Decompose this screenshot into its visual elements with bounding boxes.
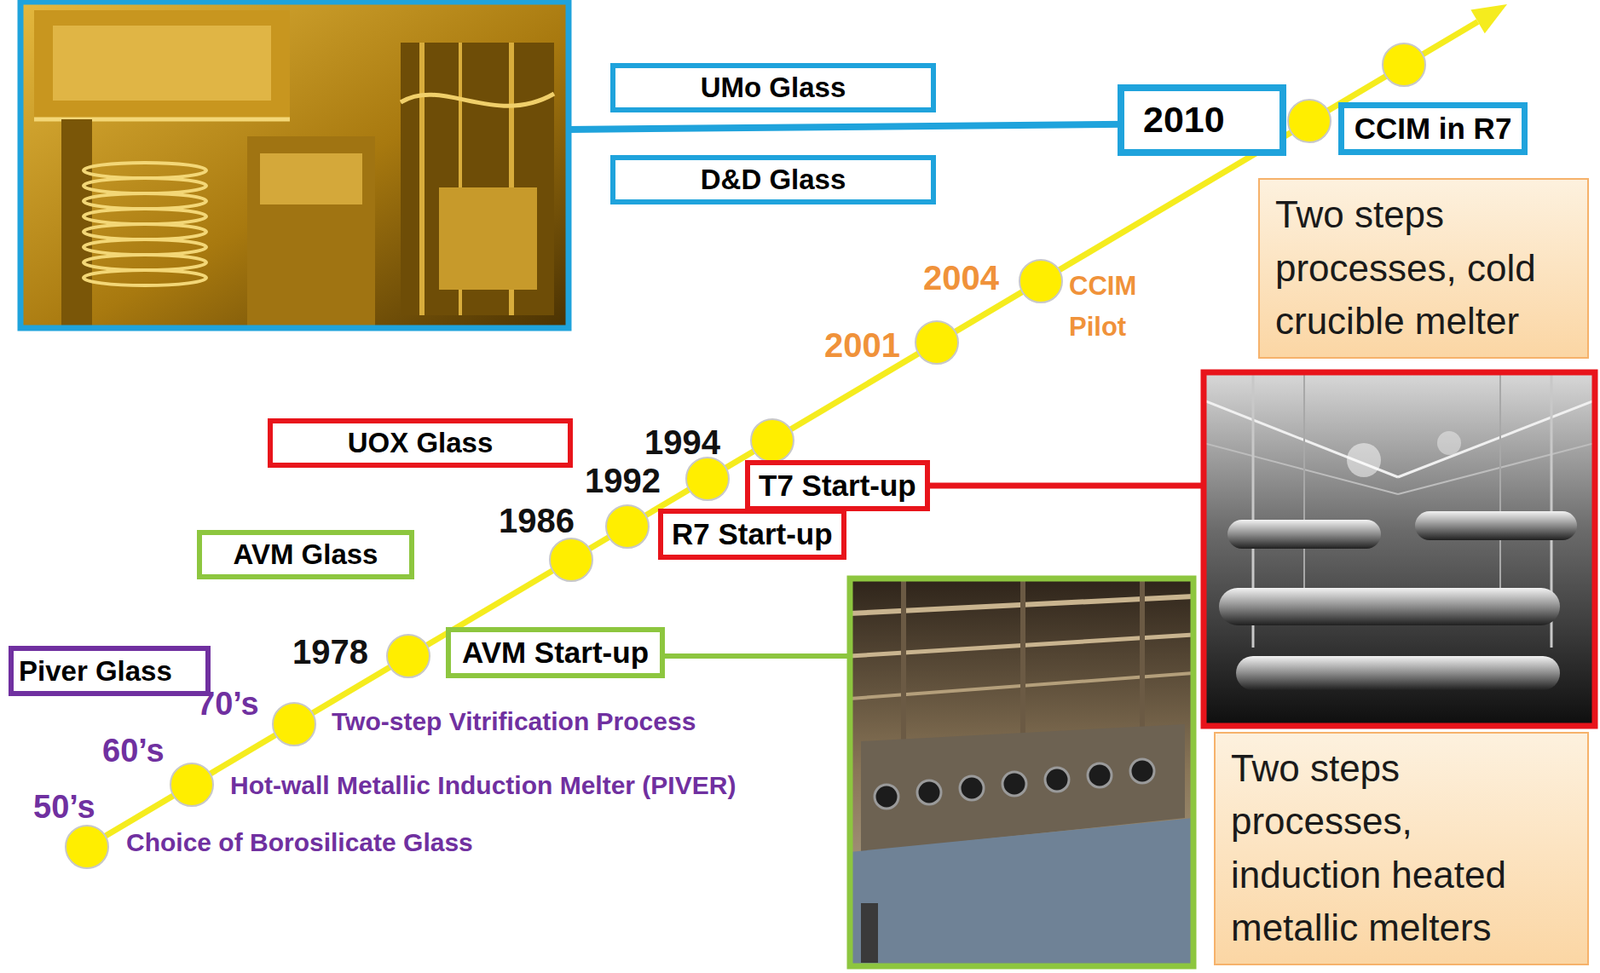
note-text: Two steps processes, induction heated me… bbox=[1230, 742, 1572, 956]
glass-box: D&D Glass bbox=[610, 155, 936, 205]
box-label: Piver Glass bbox=[18, 655, 173, 688]
decade-label: 60’s bbox=[102, 733, 165, 771]
milestone-dot bbox=[387, 635, 430, 678]
milestone-dot bbox=[606, 505, 649, 549]
milestone-dot bbox=[686, 457, 729, 501]
decade-label: 50’s bbox=[33, 789, 96, 827]
year-box: 2010 bbox=[1117, 84, 1287, 156]
box-label: AVM Glass bbox=[233, 538, 379, 572]
milestone-dot bbox=[1019, 259, 1063, 303]
box-label: 2010 bbox=[1143, 98, 1225, 141]
note-box: Two steps processes, induction heated me… bbox=[1213, 732, 1589, 966]
glass-box: Piver Glass bbox=[8, 646, 211, 697]
milestone-dot bbox=[170, 763, 214, 807]
milestone-label: CCIM Pilot bbox=[1068, 265, 1155, 348]
year-label: 1994 bbox=[644, 422, 721, 463]
note-box: Two steps processes, cold crucible melte… bbox=[1258, 178, 1589, 359]
year-label: 2004 bbox=[923, 258, 1000, 298]
box-label: D&D Glass bbox=[700, 163, 847, 197]
box-label: UMo Glass bbox=[700, 71, 847, 104]
milestone-box: R7 Start-up bbox=[658, 508, 847, 561]
milestone-dot bbox=[549, 538, 593, 582]
year-label: 1978 bbox=[292, 632, 369, 672]
milestone-dot bbox=[750, 419, 794, 463]
milestone-label: Two-step Vitrification Process bbox=[331, 707, 696, 738]
glass-box: UOX Glass bbox=[267, 418, 573, 468]
box-label: UOX Glass bbox=[347, 427, 494, 460]
milestone-dot bbox=[272, 703, 316, 746]
milestone-box: AVM Start-up bbox=[445, 627, 665, 679]
note-text: Two steps processes, cold crucible melte… bbox=[1275, 188, 1572, 348]
leader-line bbox=[568, 123, 1194, 130]
melter-photo bbox=[20, 1, 569, 329]
milestone-dot bbox=[915, 321, 959, 364]
milestone-dot bbox=[65, 825, 109, 869]
arrow-head bbox=[1470, 4, 1508, 34]
timeline-axis bbox=[86, 21, 1479, 848]
hot-cell-photo bbox=[1203, 372, 1595, 727]
year-label: 2001 bbox=[824, 325, 901, 365]
milestone-dot bbox=[1288, 99, 1331, 143]
milestone-label: Choice of Borosilicate Glass bbox=[126, 828, 474, 859]
milestone-box: T7 Start-up bbox=[745, 460, 930, 512]
milestone-box: CCIM in R7 bbox=[1338, 102, 1528, 156]
box-label: R7 Start-up bbox=[671, 517, 833, 552]
year-label: 1986 bbox=[498, 501, 575, 541]
box-label: AVM Start-up bbox=[462, 635, 649, 671]
milestone-dot bbox=[1382, 43, 1426, 87]
glass-box: UMo Glass bbox=[610, 63, 936, 113]
box-label: T7 Start-up bbox=[758, 468, 917, 503]
milestone-label: Hot-wall Metallic Induction Melter (PIVE… bbox=[230, 771, 736, 802]
box-label: CCIM in R7 bbox=[1354, 111, 1513, 146]
facility-photo bbox=[849, 578, 1194, 967]
glass-box: AVM Glass bbox=[196, 530, 415, 580]
decade-label: 70’s bbox=[196, 686, 260, 724]
year-label: 1992 bbox=[584, 461, 661, 501]
